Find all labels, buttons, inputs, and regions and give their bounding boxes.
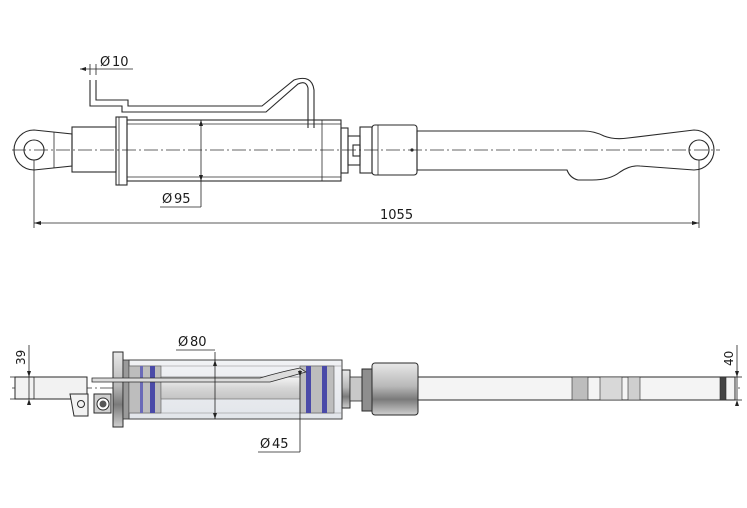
bottom-view: Ø 80 Ø 45 39 40: [10, 335, 742, 453]
cylinder-base: [71, 126, 117, 173]
internal-pipe: [91, 367, 307, 383]
left-eye-width-label: 39: [14, 350, 28, 365]
bore-diameter-label: 80: [190, 335, 207, 350]
dim-barrel-diameter: Ø 95: [160, 120, 203, 208]
flange-bottom: [112, 351, 124, 428]
overall-length-label: 1055: [380, 208, 413, 223]
rod-diameter-symbol: Ø: [260, 437, 270, 452]
dim-overall-length: 1055: [33, 160, 700, 228]
pin-diameter-label: 10: [112, 55, 129, 70]
seal-1: [150, 366, 155, 413]
dim-right-eye-width: 40: [722, 345, 742, 406]
bore-diameter-symbol: Ø: [178, 335, 188, 350]
dim-rod-diameter: Ø 45: [258, 370, 302, 453]
piston-rod-top: [416, 129, 715, 181]
top-view: Ø 10 Ø 95 1055: [12, 55, 720, 228]
right-eye-width-label: 40: [722, 351, 736, 366]
left-eye-side: [14, 376, 88, 400]
base-flange: [115, 116, 128, 186]
seal-3: [322, 366, 327, 413]
barrel-diameter-label: 95: [174, 192, 191, 207]
pin-diameter-symbol: Ø: [100, 55, 110, 70]
cylinder-barrel: [126, 119, 342, 182]
dim-left-eye-width: 39: [10, 345, 34, 405]
dim-pin-diameter: Ø 10: [80, 55, 133, 75]
rod-coupling-bottom: [371, 362, 419, 416]
hydraulic-line: [89, 80, 309, 128]
gland-nut-bottom: [361, 368, 373, 412]
barrel-diameter-symbol: Ø: [162, 192, 172, 207]
rod-diameter-label: 45: [272, 437, 289, 452]
right-eye-side: [719, 376, 727, 401]
bleed-screw: [352, 144, 361, 157]
seal-2: [306, 366, 311, 413]
piston: [299, 365, 335, 414]
dim-bore-diameter: Ø 80: [176, 335, 217, 419]
